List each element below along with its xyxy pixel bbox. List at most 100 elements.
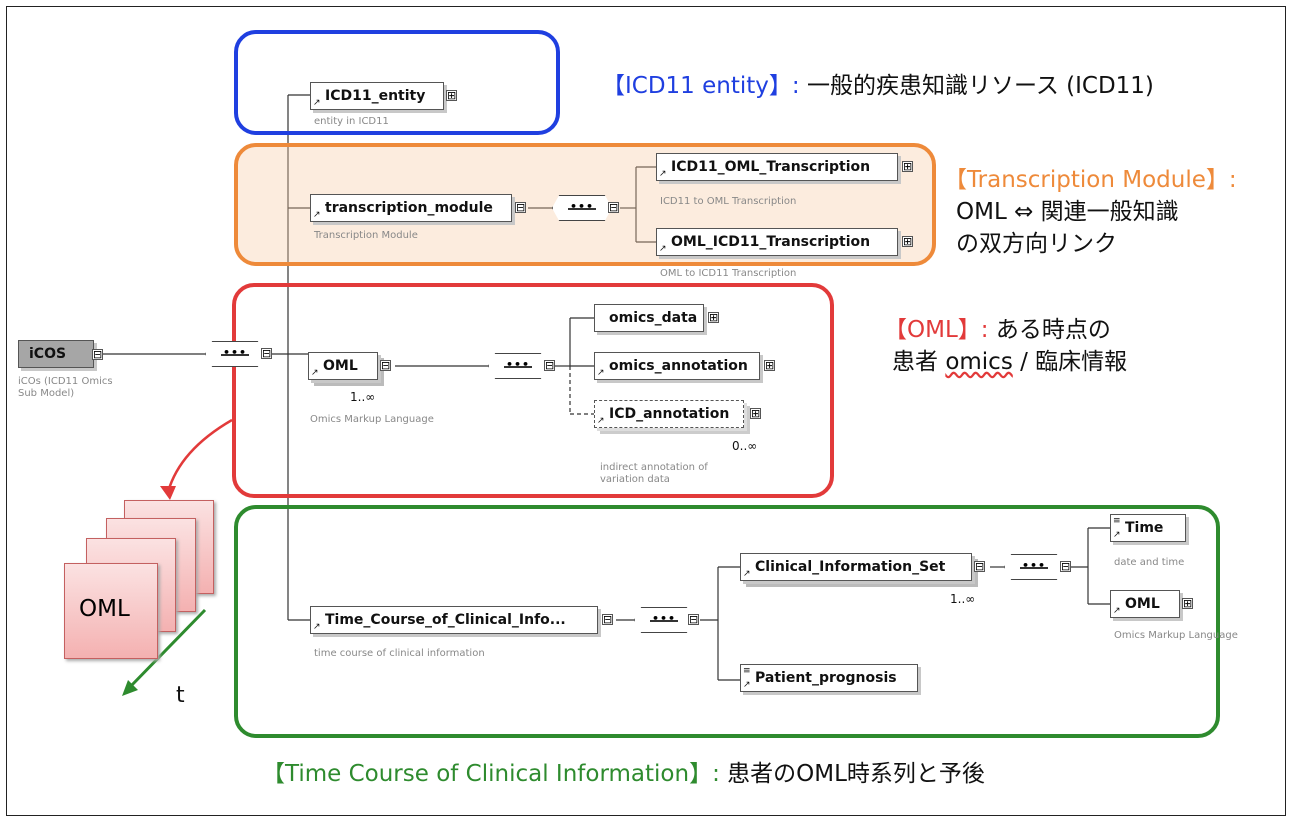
clinical-information-set-node[interactable]: ↗ Clinical_Information_Set xyxy=(740,553,972,581)
transcription-annotation: 【Transcription Module】: OML ⇔ 関連一般知識 の双方… xyxy=(944,164,1237,260)
icd11-entity-description: entity in ICD11 xyxy=(314,116,389,127)
link-arrow-icon: ↗ xyxy=(313,210,321,220)
oml-stack-label: OML xyxy=(79,596,130,622)
time-node[interactable]: ≡ ↗ Time xyxy=(1110,514,1186,542)
clinical-information-set-sequence-icon: ••• xyxy=(1004,554,1064,580)
clinical-information-set-collapse-icon[interactable]: ⊟ xyxy=(974,560,985,573)
oml-sequence-collapse-icon[interactable]: ⊟ xyxy=(544,359,555,372)
oml-annotation-line2c: / 臨床情報 xyxy=(1012,349,1128,375)
oml-description: Omics Markup Language xyxy=(310,414,434,425)
omics-data-expand-icon[interactable]: ⊞ xyxy=(708,311,719,324)
transcription-module-collapse-icon[interactable]: ⊟ xyxy=(515,201,526,214)
time-course-annotation: 【Time Course of Clinical Information】: 患… xyxy=(262,758,985,790)
icd11-entity-annotation-text: 一般的疾患知識リソース (ICD11) xyxy=(799,73,1154,99)
oml-icd11-transcription-node[interactable]: ↗ OML_ICD11_Transcription xyxy=(656,228,898,256)
icd11-entity-node[interactable]: ↗ ICD11_entity xyxy=(310,82,444,110)
sequence-collapse-icon[interactable]: ⊟ xyxy=(261,347,272,360)
time-course-node[interactable]: ↗ Time_Course_of_Clinical_Info... xyxy=(310,606,598,634)
icd11-entity-group xyxy=(234,30,560,135)
oml-icd11-transcription-label: OML_ICD11_Transcription xyxy=(671,234,871,250)
patient-prognosis-node[interactable]: ≡ ↗ Patient_prognosis xyxy=(740,664,918,692)
icos-description: iCOs (ICD11 Omics Sub Model) xyxy=(18,376,113,399)
time-course-group xyxy=(234,505,1220,738)
time-course-description: time course of clinical information xyxy=(314,648,485,659)
oml-label: OML xyxy=(323,358,358,374)
link-arrow-icon: ↗ xyxy=(659,244,667,254)
oml-node[interactable]: ↗ OML xyxy=(308,352,378,380)
omics-data-node[interactable]: omics_data xyxy=(594,304,704,332)
icd11-oml-transcription-expand-icon[interactable]: ⊞ xyxy=(902,160,913,173)
omics-annotation-node[interactable]: ↗ omics_annotation xyxy=(594,352,760,380)
time-course-label: Time_Course_of_Clinical_Info... xyxy=(325,612,566,628)
link-arrow-icon: ↗ xyxy=(659,169,667,179)
omics-annotation-label: omics_annotation xyxy=(609,358,748,374)
transcription-module-description: Transcription Module xyxy=(314,230,418,241)
diagram-frame xyxy=(6,6,1286,816)
transcription-annotation-title: 【Transcription Module】: xyxy=(944,167,1237,193)
time-course-collapse-icon[interactable]: ⊟ xyxy=(602,613,613,626)
link-arrow-icon: ↗ xyxy=(311,368,319,378)
link-arrow-icon: ↗ xyxy=(313,622,321,632)
icd-annotation-description: indirect annotation of variation data xyxy=(600,462,708,485)
link-arrow-icon: ↗ xyxy=(1113,530,1121,540)
omics-data-label: omics_data xyxy=(609,310,698,326)
icd-annotation-cardinality: 0..∞ xyxy=(732,439,758,453)
omics-annotation-expand-icon[interactable]: ⊞ xyxy=(764,359,775,372)
link-arrow-icon: ↗ xyxy=(597,416,605,426)
oml-annotation-text: ある時点の xyxy=(988,317,1111,343)
oml-icd11-transcription-expand-icon[interactable]: ⊞ xyxy=(902,235,913,248)
oml-collapse-icon[interactable]: ⊟ xyxy=(380,359,391,372)
oml-annotation-omics: omics xyxy=(945,349,1013,375)
icos-collapse-icon[interactable]: ⊟ xyxy=(92,348,103,361)
clinical-information-set-label: Clinical_Information_Set xyxy=(755,559,946,575)
transcription-sequence-icon: ••• xyxy=(552,195,612,221)
transcription-module-label: transcription_module xyxy=(325,200,493,216)
icd-annotation-node[interactable]: ↗ ICD_annotation xyxy=(594,400,744,428)
oml-annotation-line2a: 患者 xyxy=(892,349,946,375)
icd11-entity-expand-icon[interactable]: ⊞ xyxy=(446,89,457,102)
icd-annotation-label: ICD_annotation xyxy=(609,406,730,422)
clinical-information-set-sequence-collapse-icon[interactable]: ⊟ xyxy=(1060,560,1071,573)
time-label: Time xyxy=(1125,520,1164,536)
oml-sequence-icon: ••• xyxy=(488,353,548,379)
oml-child-description: Omics Markup Language xyxy=(1114,630,1238,641)
icd11-oml-transcription-node[interactable]: ↗ ICD11_OML_Transcription xyxy=(656,153,898,181)
oml-cardinality: 1..∞ xyxy=(350,390,376,404)
oml-annotation-title: 【OML】: xyxy=(884,317,989,343)
oml-group xyxy=(232,283,834,498)
text-lines-icon: ≡ xyxy=(743,666,751,676)
link-arrow-icon: ↗ xyxy=(743,569,751,579)
oml-child-node[interactable]: ↗ OML xyxy=(1110,590,1180,618)
transcription-annotation-line2: OML ⇔ 関連一般知識 xyxy=(956,199,1179,225)
time-course-annotation-text: 患者のOML時系列と予後 xyxy=(719,761,985,787)
time-axis-arrow xyxy=(122,680,138,696)
time-description: date and time xyxy=(1114,557,1185,568)
time-axis-label: t xyxy=(176,683,185,708)
text-lines-icon: ≡ xyxy=(1113,516,1121,526)
icd11-oml-transcription-label: ICD11_OML_Transcription xyxy=(671,159,871,175)
link-arrow-icon: ↗ xyxy=(313,98,321,108)
icd11-oml-transcription-description: ICD11 to OML Transcription xyxy=(660,196,797,207)
transcription-module-node[interactable]: ↗ transcription_module xyxy=(310,194,512,222)
transcription-sequence-collapse-icon[interactable]: ⊟ xyxy=(608,201,619,214)
icd11-entity-annotation: 【ICD11 entity】: 一般的疾患知識リソース (ICD11) xyxy=(602,70,1154,102)
time-course-annotation-title: 【Time Course of Clinical Information】: xyxy=(262,761,720,787)
icos-root-node[interactable]: iCOS xyxy=(18,340,94,368)
oml-stack-page-1: OML xyxy=(64,563,158,659)
clinical-information-set-cardinality: 1..∞ xyxy=(950,592,976,606)
red-curve-arrow xyxy=(166,418,233,493)
transcription-annotation-line3: の双方向リンク xyxy=(956,231,1117,257)
time-course-sequence-collapse-icon[interactable]: ⊟ xyxy=(688,613,699,626)
oml-icd11-transcription-description: OML to ICD11 Transcription xyxy=(660,268,797,279)
oml-child-expand-icon[interactable]: ⊞ xyxy=(1182,597,1193,610)
link-arrow-icon: ↗ xyxy=(1113,606,1121,616)
oml-annotation: 【OML】: ある時点の 患者 omics / 臨床情報 xyxy=(884,314,1127,378)
icd-annotation-expand-icon[interactable]: ⊞ xyxy=(750,407,761,420)
icos-label: iCOS xyxy=(29,346,67,362)
link-arrow-icon: ↗ xyxy=(597,368,605,378)
patient-prognosis-label: Patient_prognosis xyxy=(755,670,897,686)
oml-child-label: OML xyxy=(1125,596,1160,612)
icd11-entity-annotation-title: 【ICD11 entity】: xyxy=(602,73,800,99)
link-arrow-icon: ↗ xyxy=(743,680,751,690)
